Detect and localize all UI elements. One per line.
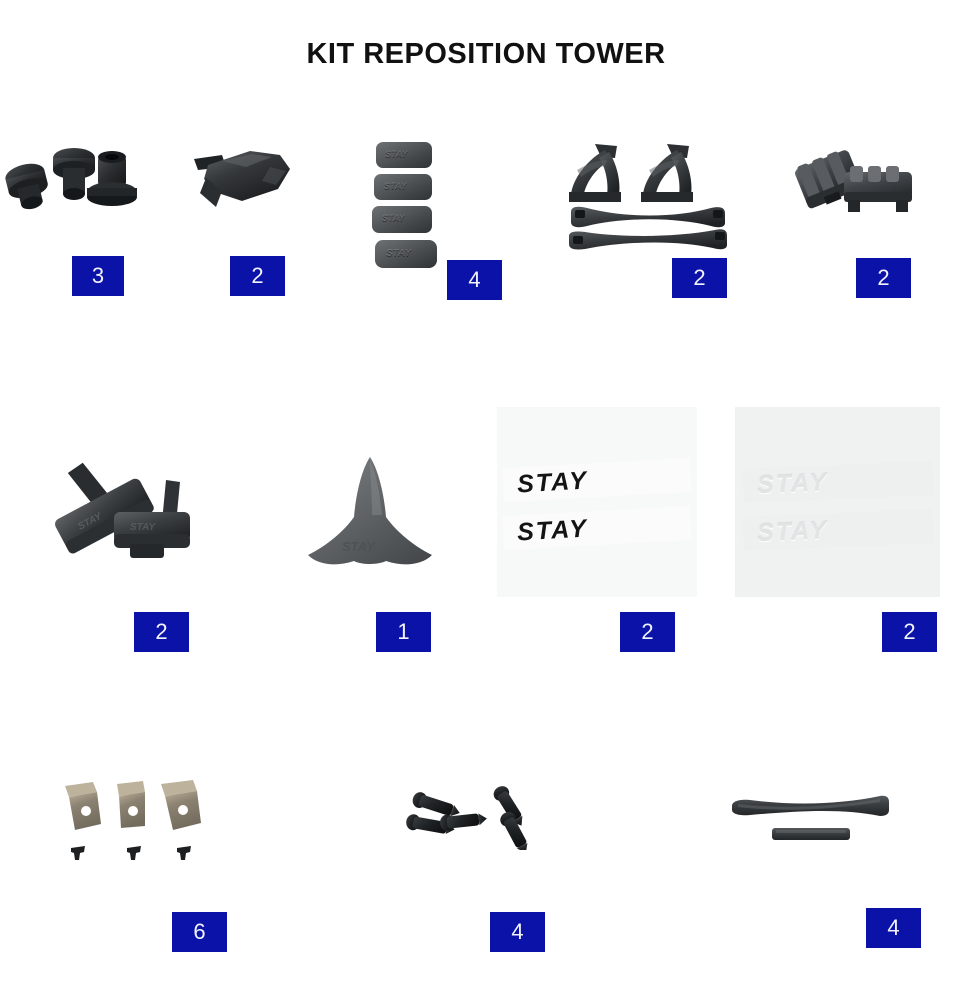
decal-label: STAY (516, 514, 589, 546)
part-stay-decals-black: STAY STAY (497, 407, 697, 597)
part-rubber-pads: STAY STAY STAY STAY (372, 142, 442, 272)
quantity-badge: 4 (447, 260, 502, 300)
rubber-strips-icon (732, 795, 889, 840)
quantity-badge: 6 (172, 912, 227, 952)
brand-emboss: STAY (385, 149, 408, 159)
decal-label: STAY (756, 467, 829, 499)
svg-text:STAY: STAY (130, 522, 157, 533)
quantity-badge: 2 (882, 612, 937, 652)
part-finned-brackets: STAY STAY (50, 450, 220, 590)
quantity-badge: 2 (230, 256, 285, 296)
metal-plates-icon (65, 780, 201, 860)
quantity-badge: 2 (620, 612, 675, 652)
angled-wedge-bracket-icon (194, 151, 290, 207)
page-title: KIT REPOSITION TOWER (306, 38, 666, 70)
decal-strip: STAY (502, 505, 692, 551)
rubber-pad: STAY (372, 206, 432, 233)
quantity-badge: 3 (72, 256, 124, 296)
quantity-badge: 2 (134, 612, 189, 652)
decal-strip: STAY (502, 457, 692, 503)
brand-emboss: STAY (384, 181, 407, 191)
svg-text:STAY: STAY (342, 539, 376, 554)
part-screws (405, 785, 530, 850)
quantity-badge: 4 (490, 912, 545, 952)
stirrup-brackets-icon (569, 144, 727, 250)
quantity-badge: 2 (856, 258, 911, 298)
brand-emboss: STAY (386, 248, 412, 259)
part-rubber-plugs (0, 140, 150, 235)
part-rubber-strips (730, 790, 890, 845)
decal-label: STAY (756, 515, 829, 547)
screws-icon (406, 786, 528, 850)
rubber-plugs-icon (5, 148, 137, 210)
tripod-cone-icon: STAY (308, 457, 432, 565)
ribbed-blocks-icon (795, 150, 912, 212)
rubber-pad: STAY (374, 174, 432, 200)
part-angled-wedge-bracket (192, 145, 302, 225)
part-stirrup-brackets-and-bars (565, 140, 730, 258)
rubber-pad: STAY (376, 142, 432, 168)
part-stay-decals-white: STAY STAY (735, 407, 940, 597)
decal-strip: STAY (742, 509, 934, 551)
rubber-pad: STAY (375, 240, 437, 268)
part-ribbed-blocks (790, 148, 920, 234)
quantity-badge: 2 (672, 258, 727, 298)
brand-emboss: STAY (382, 213, 405, 223)
quantity-badge: 1 (376, 612, 431, 652)
quantity-badge: 4 (866, 908, 921, 948)
part-tripod-cone: STAY (300, 455, 440, 590)
decal-label: STAY (516, 466, 589, 498)
decal-strip: STAY (742, 461, 934, 503)
finned-brackets-icon: STAY STAY (55, 462, 190, 558)
part-metal-plates-and-screws (55, 778, 220, 868)
